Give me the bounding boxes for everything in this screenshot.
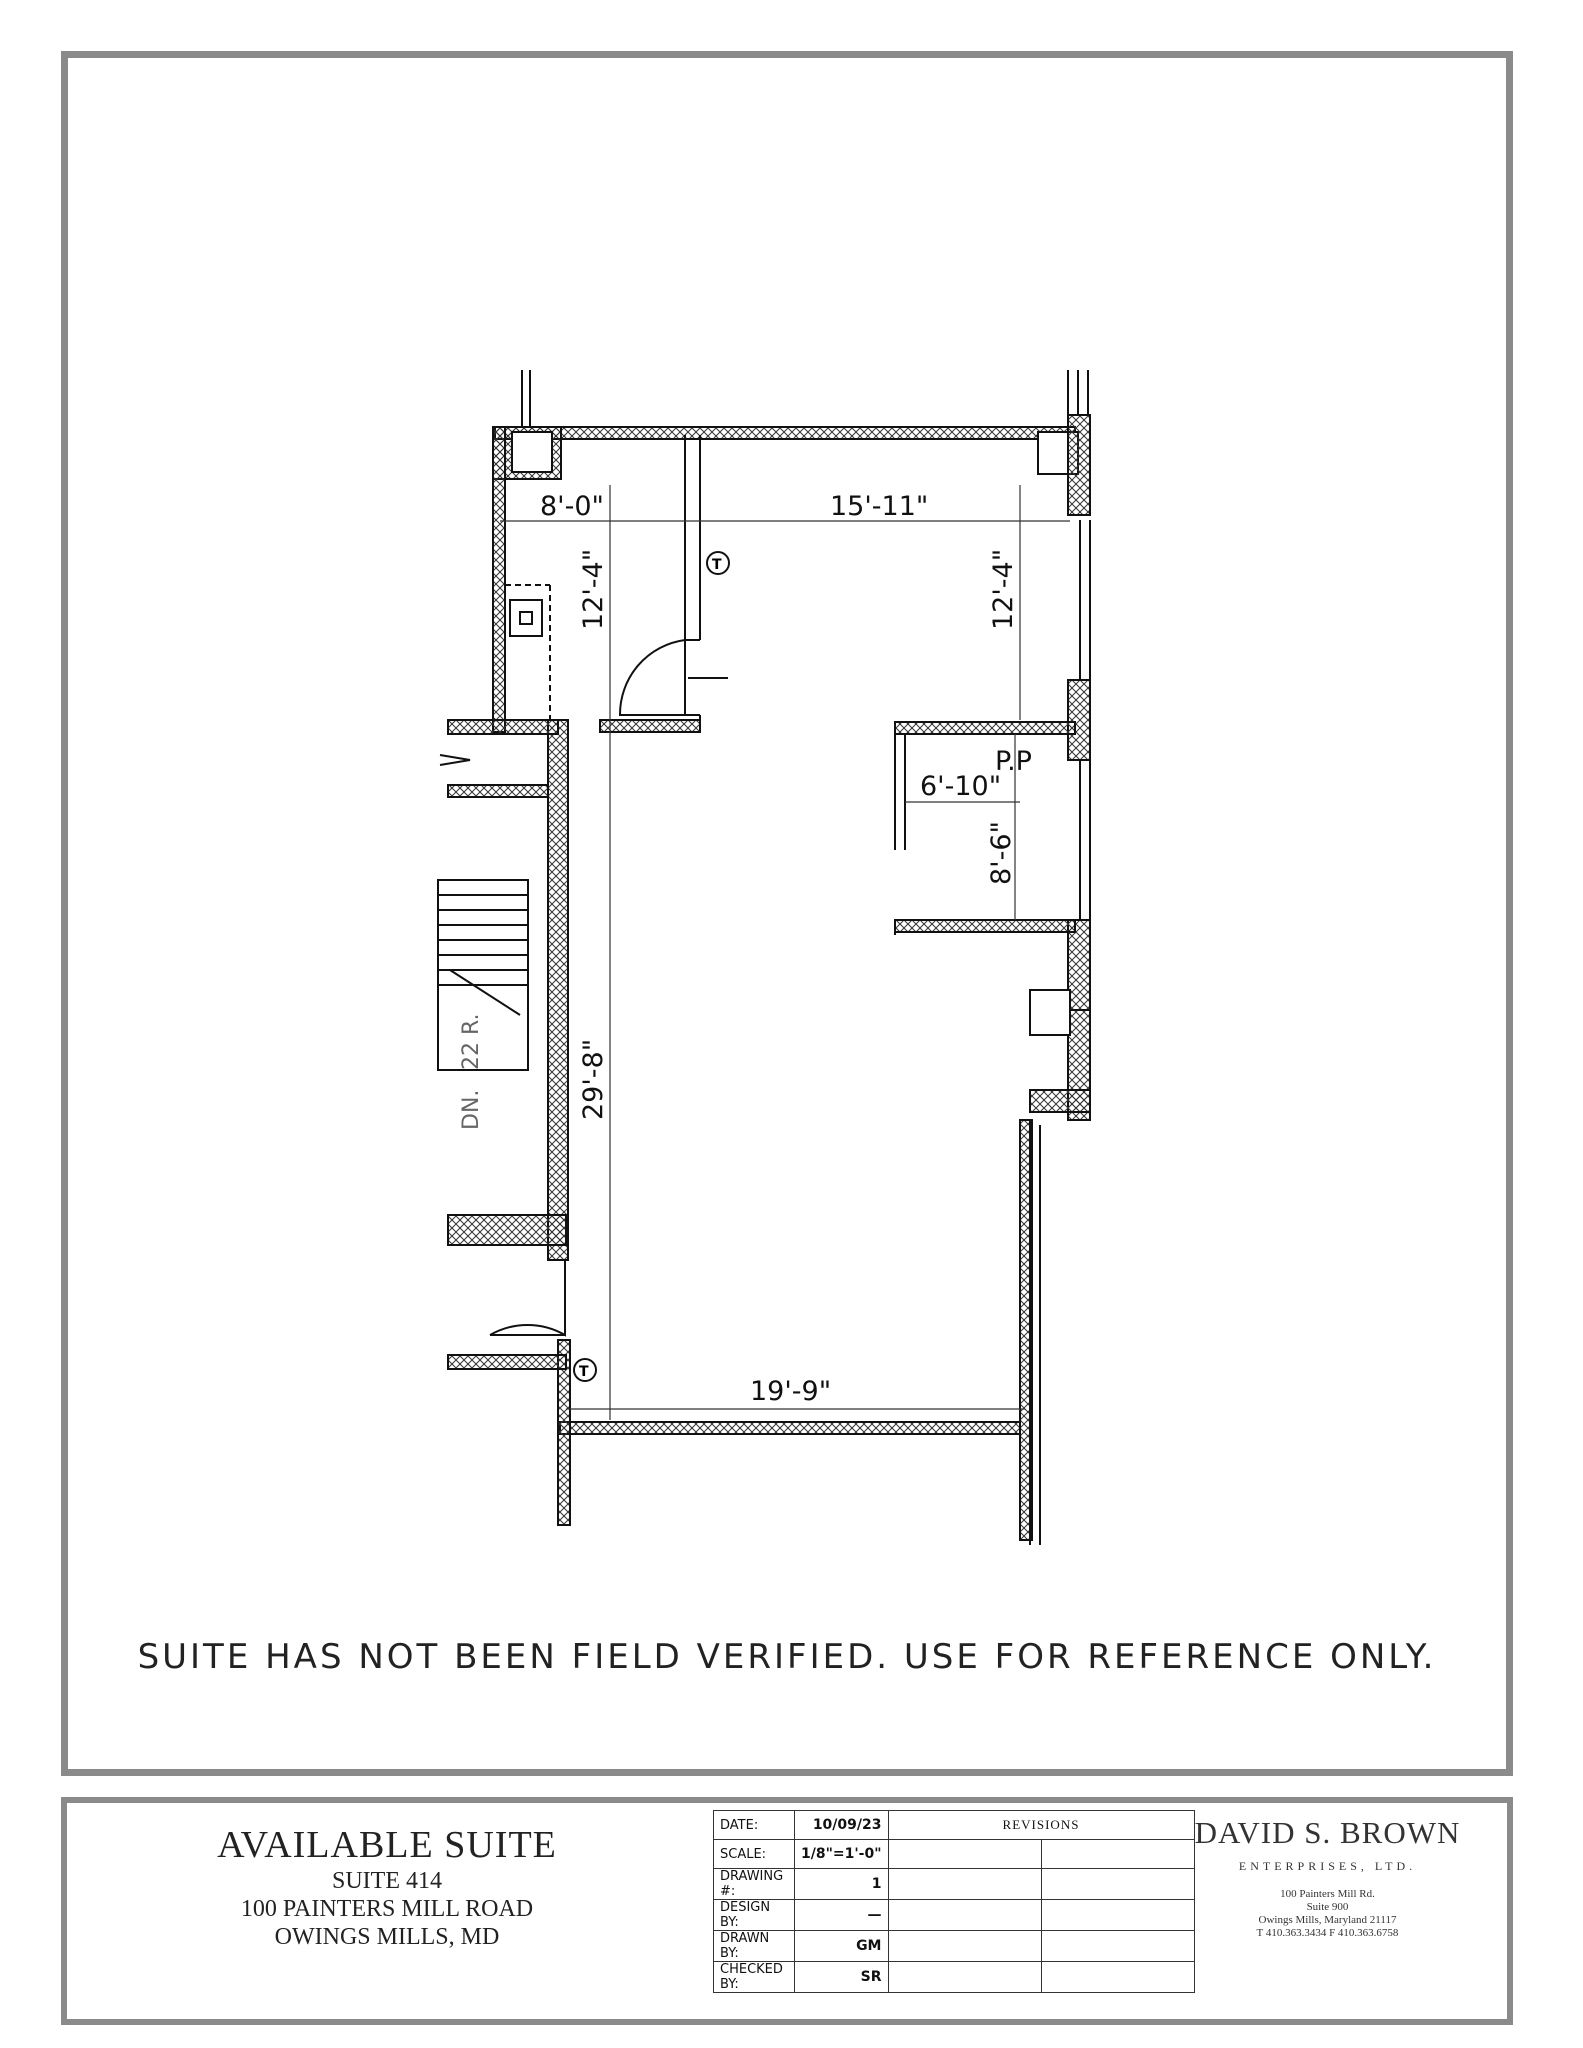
- door-entry: [489, 1260, 566, 1337]
- wall-restroom-left: [492, 426, 506, 733]
- field-label: CHECKED BY:: [713, 1961, 795, 1993]
- revision-cell: [887, 1961, 1042, 1993]
- wall-restroom-bottom: [599, 719, 701, 733]
- reference-note: SUITE HAS NOT BEEN FIELD VERIFIED. USE F…: [137, 1637, 1437, 1677]
- dim-height-restroom: 12'-4": [578, 549, 609, 630]
- field-label: DRAWN BY:: [713, 1930, 795, 1962]
- field-value: 10/09/23: [794, 1810, 889, 1840]
- revision-cell: [887, 1839, 1042, 1869]
- field-label: DRAWING #:: [713, 1868, 795, 1900]
- field-value: 1/8"=1'-0": [794, 1839, 889, 1869]
- company-address: 100 Painters Mill Rd. Suite 900 Owings M…: [1150, 1888, 1505, 1940]
- wall-office-top: [894, 721, 1076, 735]
- revisions-header: REVISIONS: [887, 1810, 1195, 1840]
- column-right-mid: [1029, 989, 1071, 1036]
- wall-stair-bottom: [447, 1214, 567, 1246]
- company-address-line: Owings Mills, Maryland 21117: [1258, 1914, 1397, 1926]
- revision-cell: [887, 1868, 1042, 1900]
- dim-office-width: 6'-10": [920, 771, 1001, 802]
- thermostat-1: [706, 551, 730, 575]
- field-row-checked: CHECKED BY: SR: [713, 1961, 1195, 1993]
- title-block-project: AVAILABLE SUITE SUITE 414 100 PAINTERS M…: [67, 1803, 707, 2019]
- field-row-scale: SCALE: 1/8"=1'-0": [713, 1839, 1195, 1869]
- field-row-date: DATE: 10/09/23 REVISIONS: [713, 1810, 1195, 1840]
- company-address-line: T 410.363.3434 F 410.363.6758: [1256, 1927, 1399, 1939]
- dim-width-restroom: 8'-0": [540, 491, 604, 522]
- field-value: 1: [794, 1868, 889, 1900]
- dim-office-height: 8'-6": [986, 821, 1017, 885]
- field-label: DESIGN BY:: [713, 1899, 795, 1931]
- company-name: DAVID S. BROWN: [1194, 1815, 1461, 1850]
- revision-cell: [1040, 1961, 1195, 1993]
- project-address-2: OWINGS MILLS, MD: [274, 1924, 500, 1950]
- dim-height-right: 12'-4": [988, 549, 1019, 630]
- wall-top: [494, 426, 1076, 440]
- dim-suite-bottom: 19'-9": [750, 1376, 831, 1407]
- field-label: DATE:: [713, 1810, 795, 1840]
- field-value: GM: [794, 1930, 889, 1962]
- stair-risers-label: 22 R.: [459, 1014, 484, 1070]
- project-address-1: 100 PAINTERS MILL ROAD: [240, 1896, 534, 1922]
- field-row-drawn: DRAWN BY: GM: [713, 1930, 1195, 1962]
- thermostat-2: [573, 1358, 597, 1382]
- drawing-frame: [61, 51, 1513, 1776]
- door-restroom: [618, 638, 686, 716]
- revision-cell: [1040, 1868, 1195, 1900]
- field-value: SR: [794, 1961, 889, 1993]
- wall-right-upper: [1067, 414, 1091, 516]
- revision-cell: [1040, 1930, 1195, 1962]
- field-value: —: [794, 1899, 889, 1931]
- field-row-design: DESIGN BY: —: [713, 1899, 1195, 1931]
- revision-cell: [887, 1930, 1042, 1962]
- field-label: SCALE:: [713, 1839, 795, 1869]
- thermostat-label-2: T: [579, 1364, 589, 1380]
- company-block: DAVID S. BROWN ENTERPRISES, LTD. 100 Pai…: [1150, 1815, 1505, 1940]
- wall-office-bottom: [894, 919, 1076, 933]
- field-row-drawing: DRAWING #: 1: [713, 1868, 1195, 1900]
- wall-bottom: [559, 1421, 1021, 1435]
- thin-walls: [437, 370, 1091, 1545]
- company-address-line: Suite 900: [1306, 1901, 1349, 1913]
- project-title: AVAILABLE SUITE: [217, 1824, 557, 1866]
- company-address-line: 100 Painters Mill Rd.: [1280, 1888, 1375, 1900]
- dim-width-suite-top: 15'-11": [830, 491, 928, 522]
- wall-bottom-left: [557, 1339, 571, 1526]
- inner-border: [67, 57, 1507, 1770]
- dimension-lines: [500, 485, 1070, 1420]
- wall-corridor: [547, 719, 569, 1261]
- wall-jog: [1029, 1089, 1091, 1113]
- company-subtitle: ENTERPRISES, LTD.: [1238, 1859, 1417, 1873]
- panel-label: P.P: [995, 746, 1032, 777]
- title-block-table: DATE: 10/09/23 REVISIONS SCALE: 1/8"=1'-…: [713, 1810, 1195, 1993]
- project-suite: SUITE 414: [332, 1868, 442, 1894]
- dim-suite-length: 29'-8": [578, 1039, 609, 1120]
- stair-dn-label: DN.: [459, 1090, 484, 1130]
- thermostat-label-1: T: [712, 557, 722, 573]
- revision-cell: [887, 1899, 1042, 1931]
- thermostats: [573, 551, 730, 1382]
